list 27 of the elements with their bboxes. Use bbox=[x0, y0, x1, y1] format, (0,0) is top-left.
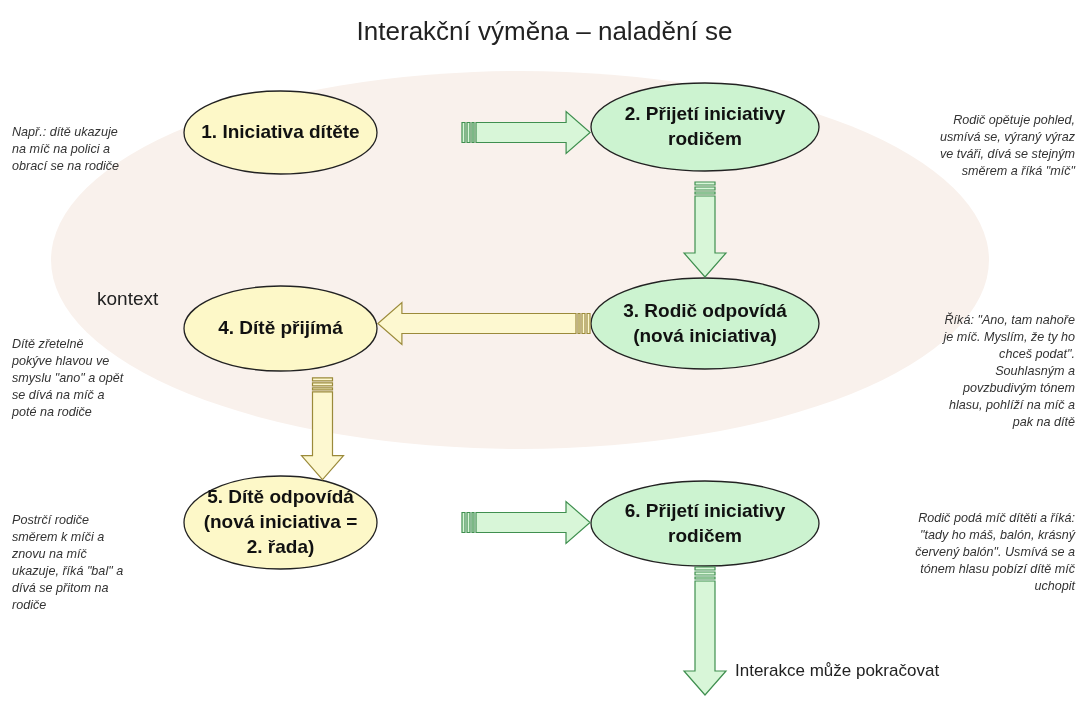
step-label: 4. Dítě přijímá bbox=[217, 316, 344, 341]
step-ellipse bbox=[183, 285, 378, 372]
description-text: Rodič podá míč dítěti a říká: "tady ho máš, balón, krásný červený balón". Usmívá se a tónem hlasu pobízí dítě míč uchopit bbox=[915, 510, 1075, 595]
block-arrow bbox=[682, 566, 728, 696]
block-arrow bbox=[461, 500, 591, 545]
step-ellipse bbox=[183, 90, 378, 175]
diagram-title: Interakční výměna – naladění se bbox=[355, 16, 734, 47]
description-text: Rodič opětuje pohled, usmívá se, výraný výraz ve tváři, dívá se stejným směrem a říká "míč" bbox=[938, 112, 1075, 180]
context-label: kontext bbox=[97, 288, 159, 310]
block-arrow bbox=[682, 181, 728, 278]
edge-label: Interakce může pokračovat bbox=[735, 661, 940, 681]
step-label: 6. Přijetí iniciativy rodičem bbox=[623, 498, 787, 548]
block-arrow bbox=[300, 377, 345, 481]
description-text: Dítě zřetelně pokýve hlavou ve smyslu "ano" a opět se dívá na míč a poté na rodiče bbox=[12, 336, 124, 421]
step-ellipse bbox=[590, 480, 820, 567]
description-text: Např.: dítě ukazuje na míč na polici a obrací se na rodiče bbox=[12, 124, 120, 175]
step-ellipse bbox=[183, 475, 378, 570]
description-text: Postrčí rodiče směrem k míči a znovu na míč ukazuje, říká "bal" a dívá se přitom na rodiče bbox=[12, 512, 124, 614]
block-arrow bbox=[461, 110, 591, 155]
step-label: 5. Dítě odpovídá (nová iniciativa = 2. řada) bbox=[202, 485, 359, 559]
step-label: 3. Rodič odpovídá (nová iniciativa) bbox=[622, 298, 788, 348]
block-arrow bbox=[377, 301, 591, 346]
description-text: Říká: "Ano, tam nahoře je míč. Myslím, že ty ho chceš podat". Souhlasným a povzbudivým tónem hlasu, pohlíží na míč a pak na dítě bbox=[941, 312, 1075, 431]
step-label: 2. Přijetí iniciativy rodičem bbox=[623, 102, 787, 151]
step-ellipse bbox=[590, 277, 820, 370]
step-label: 1. Iniciativa dítěte bbox=[200, 120, 361, 145]
step-ellipse bbox=[590, 82, 820, 172]
